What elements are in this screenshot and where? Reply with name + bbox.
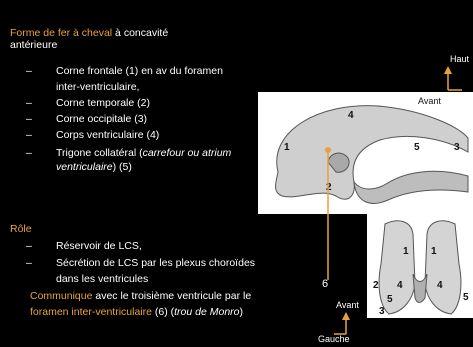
- list-dash: –: [26, 112, 32, 128]
- foramen-pointer-line: [320, 146, 336, 280]
- list-item: Corne frontale (1) en av du foramen: [56, 64, 223, 80]
- figure-number: 5: [414, 142, 420, 153]
- figure-number: 3: [454, 142, 460, 153]
- figure-number: 5: [463, 292, 469, 303]
- figure-number: 1: [431, 246, 437, 257]
- ventricle-top-view: 1 1 2 4 4 5 3 5: [367, 214, 473, 318]
- list-dash: –: [26, 128, 32, 144]
- role-item: Sécrétion de LCS par les plexus choroïde…: [56, 256, 255, 272]
- list-item-part: Trigone collatéral (: [56, 147, 143, 159]
- role-dash: –: [26, 239, 32, 255]
- communique-highlight: Communique: [30, 290, 92, 302]
- role-item: Réservoir de LCS,: [56, 239, 142, 255]
- list-dash: –: [26, 64, 32, 80]
- heading-line2: antérieure: [10, 38, 57, 54]
- list-item-continuation: ventriculaire) (5): [56, 160, 132, 176]
- trou-italic: trou de Monro: [174, 306, 239, 318]
- heading-rest: à concavité: [112, 27, 168, 39]
- foramen-highlight: foramen inter-ventriculaire: [30, 306, 152, 318]
- figure-number: 2: [373, 280, 379, 291]
- ventricle-top-drawing: [367, 214, 473, 318]
- role-title: Rôle: [10, 222, 32, 238]
- figure-number: 5: [387, 294, 393, 305]
- communique-rest: avec le troisième ventricule par le: [92, 290, 251, 302]
- list-item: Corne occipitale (3): [56, 112, 147, 128]
- avant-label-top: Avant: [418, 96, 441, 106]
- list-item-continuation: inter-ventriculaire,: [56, 80, 139, 96]
- figure-number: 4: [348, 110, 354, 121]
- foramen-rest: (6) (: [152, 306, 174, 318]
- haut-label: Haut: [450, 54, 469, 64]
- avant-label-bottom: Avant: [336, 300, 359, 310]
- orientation-arrows-top: [428, 62, 473, 94]
- list-dash: –: [26, 146, 32, 162]
- figure-number: 4: [397, 280, 403, 291]
- list-item-italic: carrefour ou atrium: [143, 147, 232, 159]
- figure-number: 1: [284, 142, 290, 153]
- list-dash: –: [26, 96, 32, 112]
- gauche-label: Gauche: [318, 334, 350, 344]
- role-dash: –: [26, 256, 32, 272]
- list-item: Corne temporale (2): [56, 96, 150, 112]
- list-item-italic: ventriculaire: [56, 161, 113, 173]
- figure-number: 3: [379, 306, 385, 317]
- trou-end: ): [240, 306, 244, 318]
- communique-line: Communique avec le troisième ventricule …: [30, 289, 251, 305]
- ventricle-lateral-view: Avant 1 4 5 3 2: [258, 92, 473, 214]
- figure-number: 4: [437, 280, 443, 291]
- list-item-part: ) (5): [113, 161, 132, 173]
- foramen-line: foramen inter-ventriculaire (6) (trou de…: [30, 305, 243, 321]
- role-item-continuation: dans les ventricules: [56, 272, 148, 288]
- figure-number: 1: [403, 246, 409, 257]
- foramen-pointer-label: 6: [322, 278, 328, 290]
- ventricle-lateral-drawing: [258, 92, 473, 214]
- list-item: Corps ventriculaire (4): [56, 128, 159, 144]
